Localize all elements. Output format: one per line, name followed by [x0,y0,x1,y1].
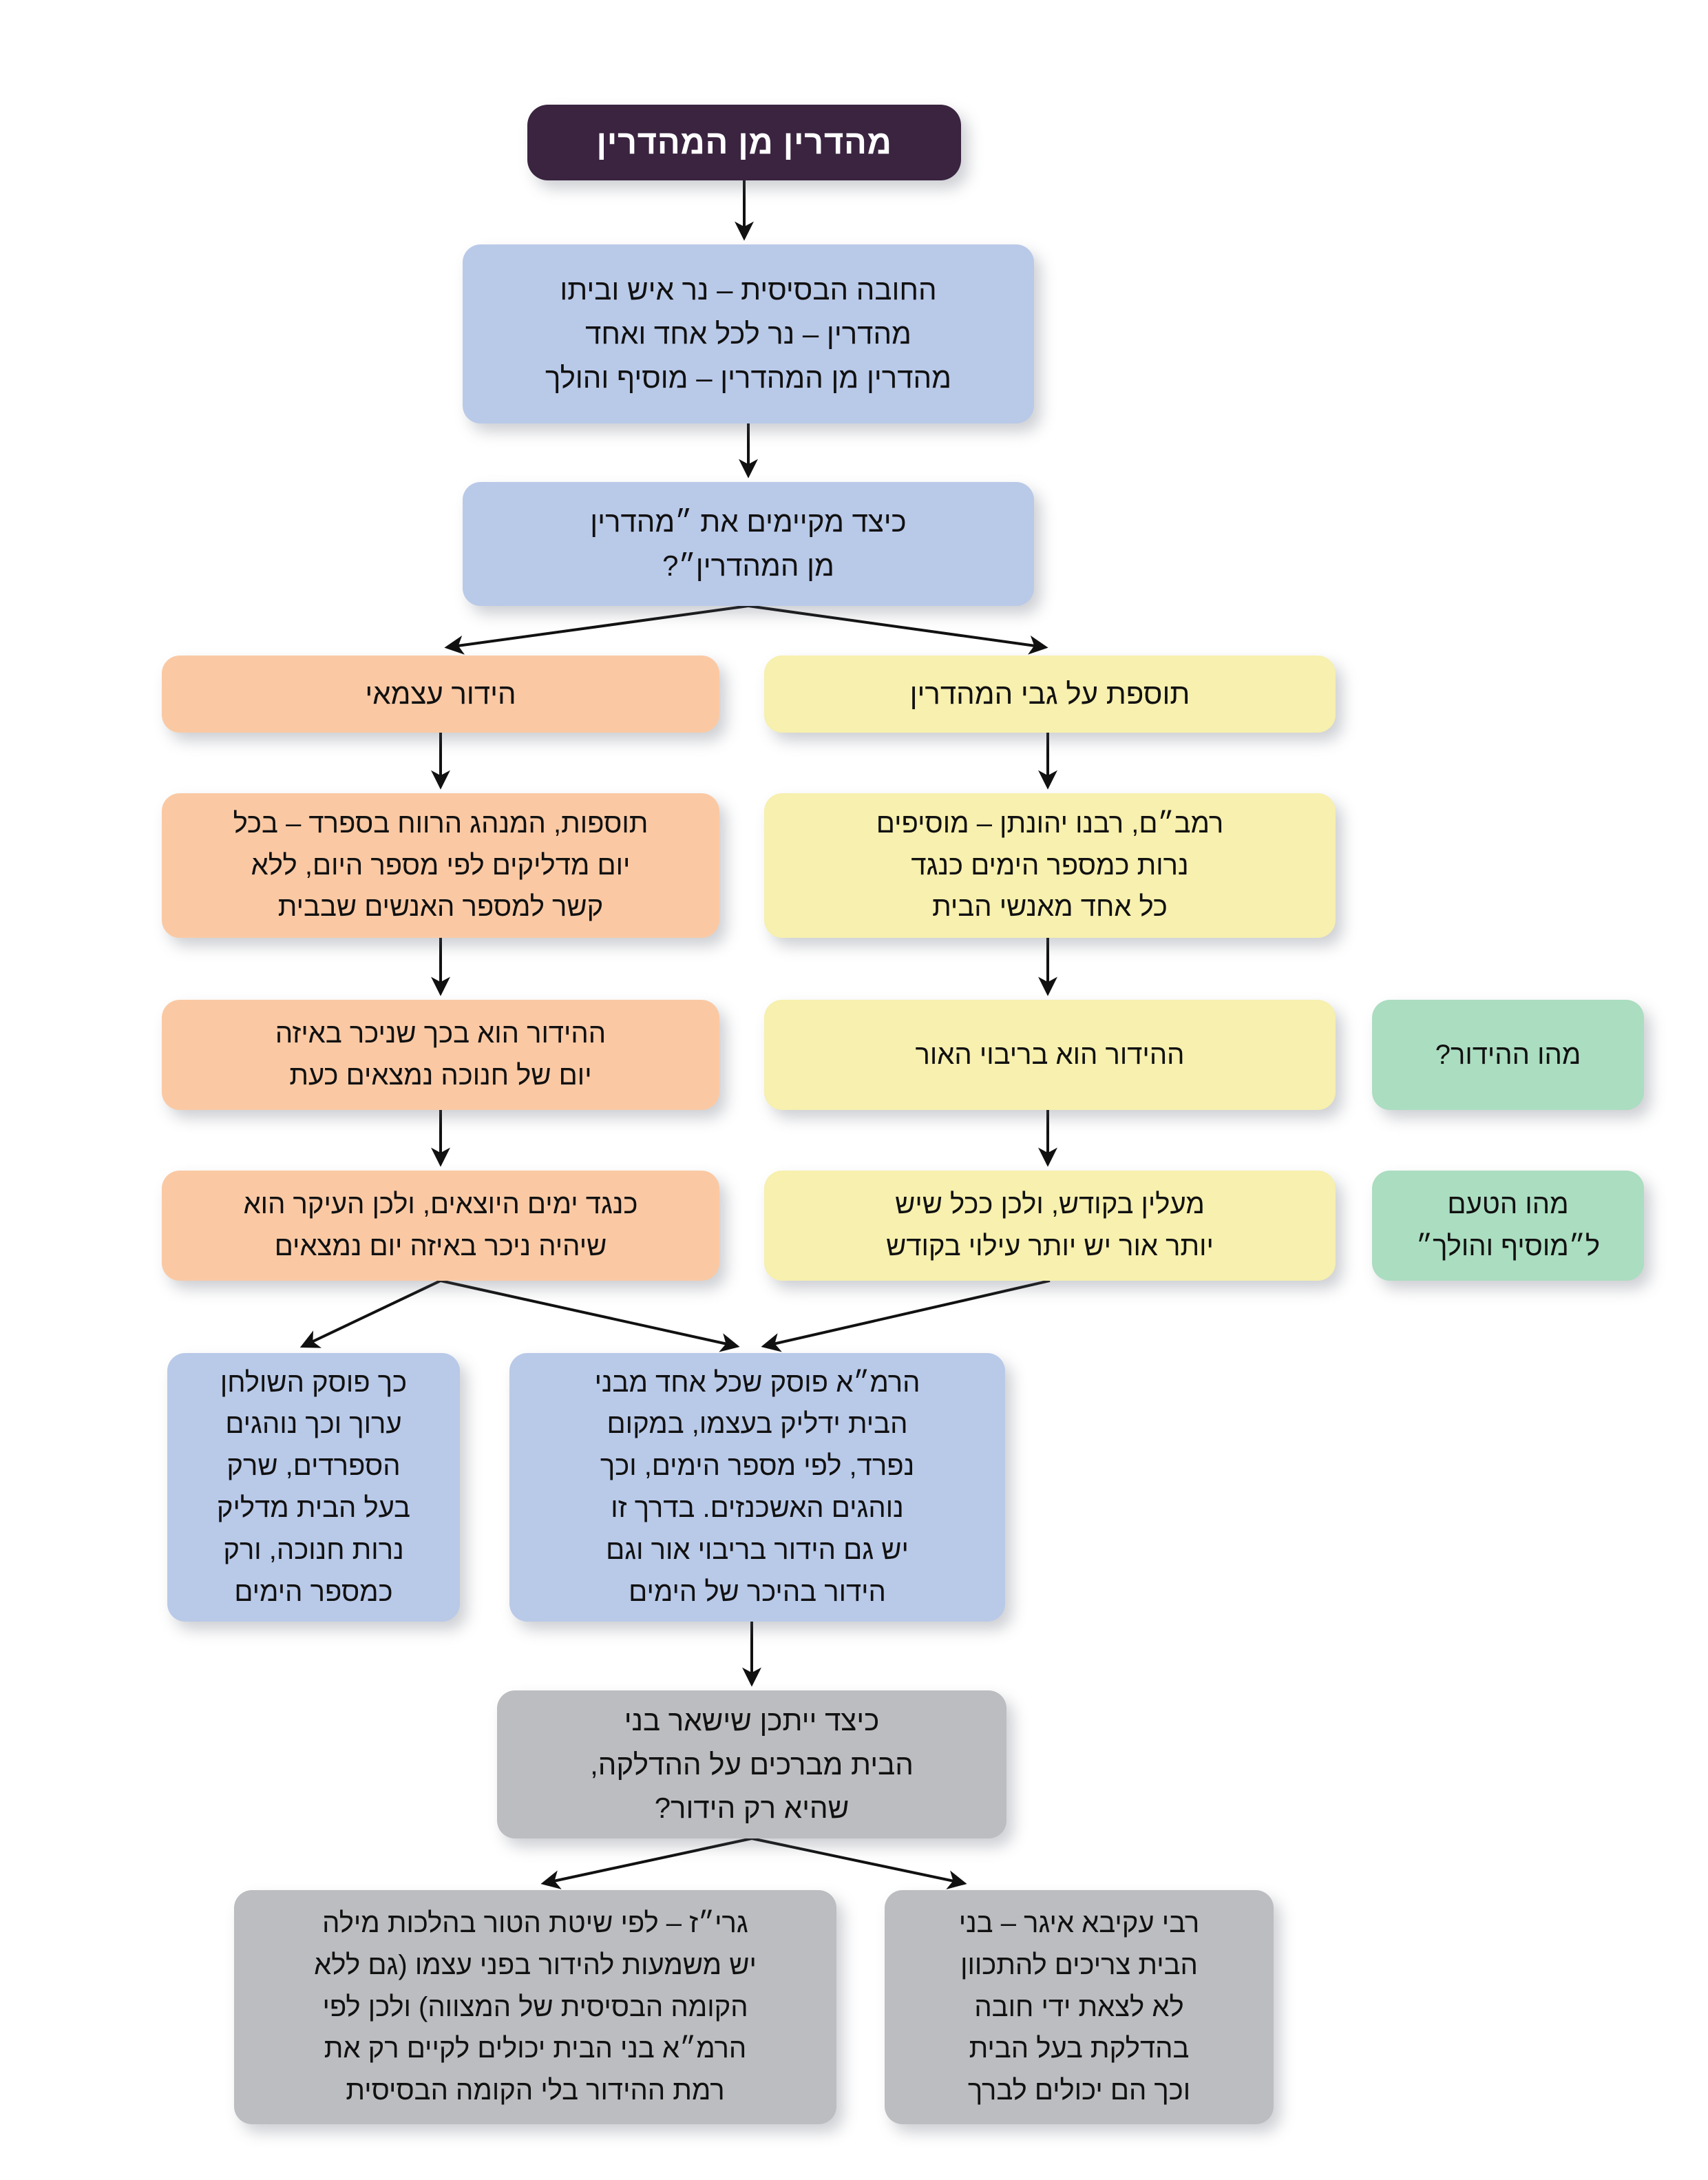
flow-arrow [299,1279,441,1348]
node-hidur-more-light: ההידור הוא בריבוי האור [764,1000,1336,1110]
node-branch-independent: הידור עצמאי [162,656,719,733]
node-rambam-rabeinu: רמב״ם, רבנו יהונתן – מוסיפים נרות כמספר … [764,793,1336,938]
node-what-is-hidur: מהו ההידור? [1372,1000,1644,1110]
flow-arrow [751,1837,967,1889]
node-rama-ashkenazim: הרמ״א פוסק שכל אחד מבני הבית ידליק בעצמו… [509,1353,1005,1622]
node-how-question: כיצד מקיימים את ״מהדרין מן המהדרין״? [463,482,1034,606]
flow-arrow [761,1279,1051,1352]
node-hidur-visible-day: ההידור הוא בכך שניכר באיזה יום של חנוכה … [162,1000,719,1110]
node-maalin-bakodesh: מעלין בקודש, ולכן ככל שיש יותר אור יש יו… [764,1171,1336,1281]
node-title: מהדרין מן המהדרין [527,105,961,180]
node-griz-opinion: גרי״ז – לפי שיטת הטור בהלכות מילה יש משמ… [234,1890,836,2124]
node-tosafot-sefarad: תוספות, המנהג הרווח בספרד – בכל יום מדלי… [162,793,719,938]
node-branch-addition: תוספת על גבי המהדרין [764,656,1336,733]
node-basic-obligation: החובה הבסיסית – נר איש וביתו מהדרין – נר… [463,244,1034,423]
flow-arrow [440,1279,740,1352]
node-rabbi-akiva-eiger: רבי עקיבא איגר – בני הבית צריכים להתכוון… [885,1890,1274,2124]
node-blessing-question: כיצד ייתכן שישאר בני הבית מברכים על ההדל… [497,1690,1006,1838]
flow-arrow [748,605,1048,655]
flow-arrow [444,605,749,655]
flow-arrow [540,1837,752,1889]
node-against-outgoing-days: כנגד ימים היוצאים, ולכן העיקר הוא שיהיה … [162,1171,719,1281]
node-what-is-reason: מהו הטעם ל״מוסיף והולך״ [1372,1171,1644,1281]
node-shulchan-aruch-sefardim: כך פוסק השולחן ערוך וכך נוהגים הספרדים, … [167,1353,460,1622]
